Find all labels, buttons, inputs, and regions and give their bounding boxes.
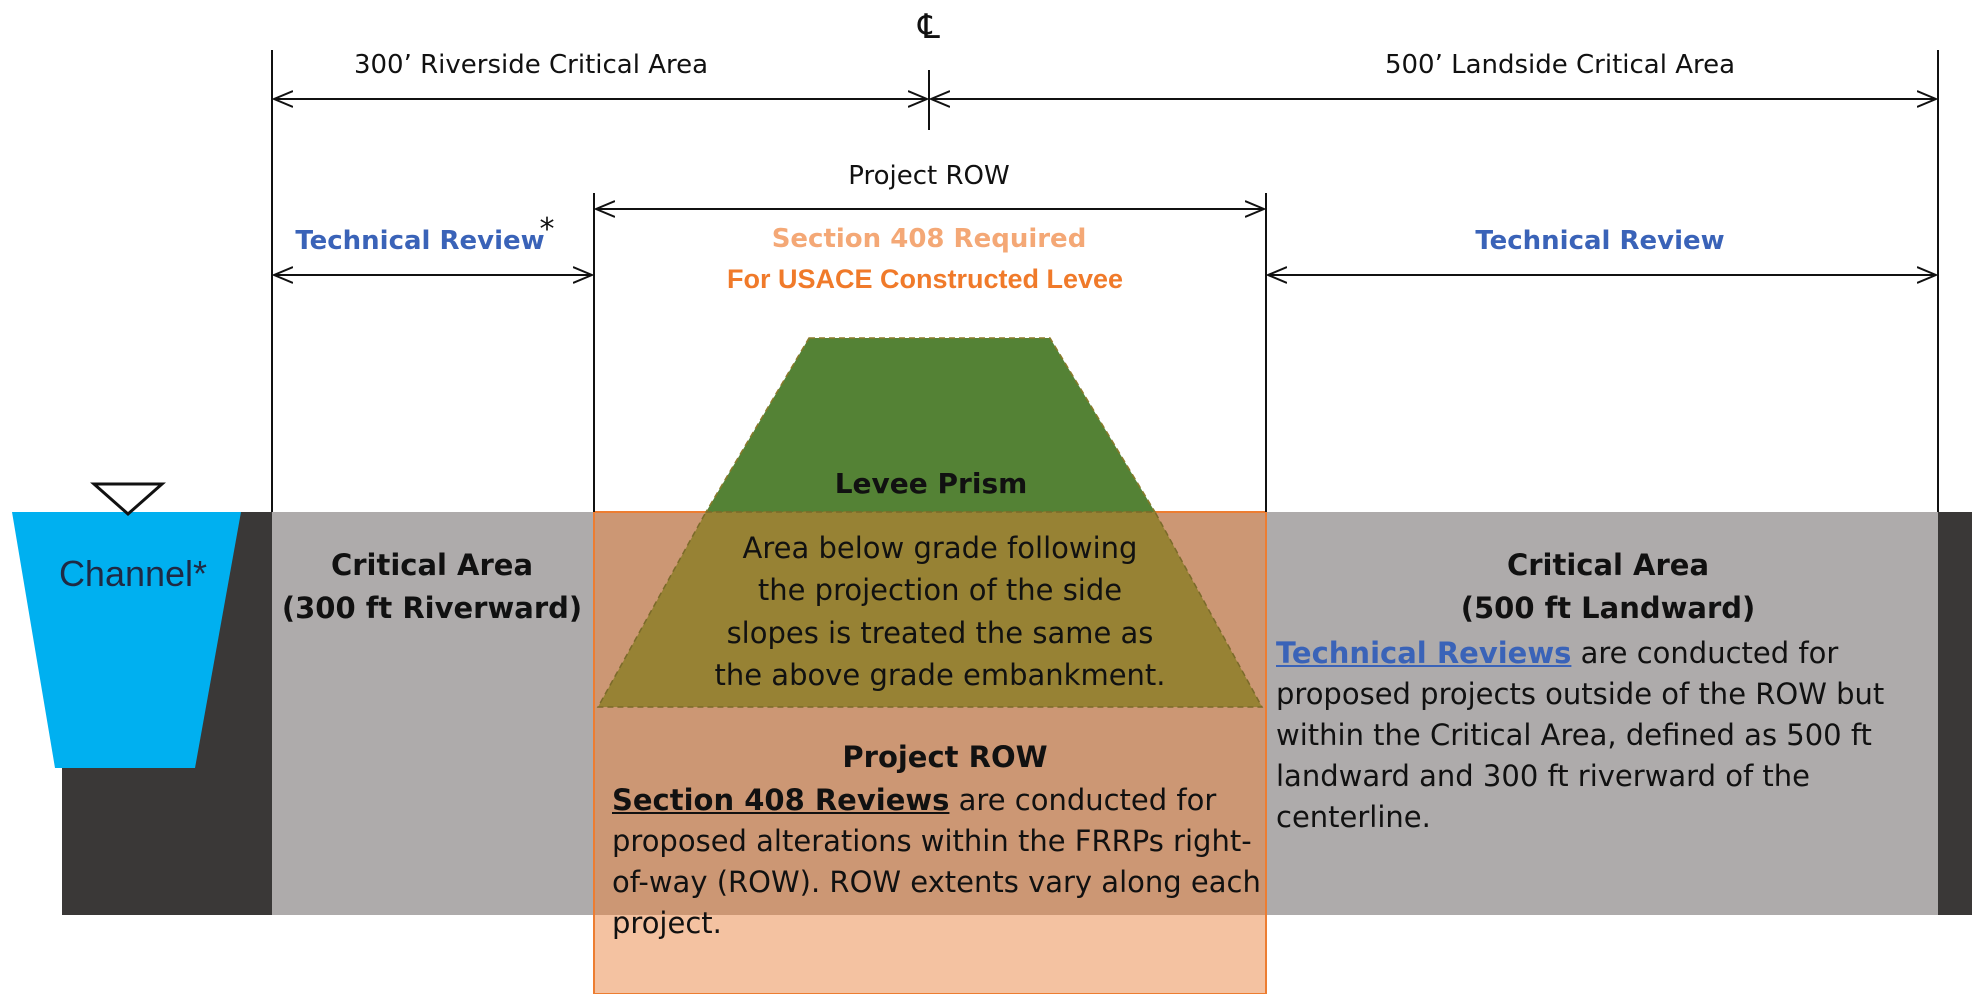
critical-area-landward <box>1266 512 1938 915</box>
section-408-usace-label: For USACE Constructed Levee <box>727 264 1123 294</box>
channel-shape <box>12 512 241 768</box>
technical-review-right-label: Technical Review <box>1475 226 1724 256</box>
section-408-paragraph: Section 408 Reviews are conducted for pr… <box>612 780 1262 944</box>
critical-area-right-subtitle: (500 ft Landward) <box>1461 591 1756 625</box>
project-row-extension <box>594 915 1266 994</box>
riverside-critical-area-label: 300’ Riverside Critical Area <box>354 50 708 80</box>
technical-review-left-asterisk: * <box>540 212 555 247</box>
technical-reviews-paragraph: Technical Reviews are conducted for prop… <box>1276 633 1966 838</box>
levee-prism-title: Levee Prism <box>835 467 1028 500</box>
below-grade-line-2: the projection of the side <box>758 573 1122 607</box>
section-408-paragraph-text: are conducted for proposed alterations w… <box>612 783 1261 940</box>
centerline-symbol: ℄ <box>917 7 940 47</box>
critical-area-riverward <box>272 512 594 915</box>
technical-reviews-link[interactable]: Technical Reviews <box>1276 636 1572 670</box>
ground-base-right <box>1938 512 1972 915</box>
project-row-dimension-label: Project ROW <box>848 161 1009 191</box>
critical-area-left-subtitle: (300 ft Riverward) <box>282 591 582 625</box>
section-408-reviews-link[interactable]: Section 408 Reviews <box>612 783 950 817</box>
water-level-icon <box>90 482 166 517</box>
below-grade-line-3: slopes is treated the same as <box>727 616 1154 650</box>
levee-prism-below-grade <box>596 511 1264 708</box>
project-row-title: Project ROW <box>842 740 1047 774</box>
technical-review-left-label: Technical Review <box>295 226 544 256</box>
channel-label: Channel* <box>59 553 207 594</box>
critical-area-right-title: Critical Area <box>1507 548 1709 582</box>
below-grade-line-1: Area below grade following <box>743 531 1138 565</box>
below-grade-line-4: the above grade embankment. <box>714 658 1165 692</box>
section-408-required-label: Section 408 Required <box>772 224 1087 254</box>
landside-critical-area-label: 500’ Landside Critical Area <box>1385 50 1735 80</box>
technical-reviews-paragraph-text: are conducted for proposed projects outs… <box>1276 636 1885 834</box>
critical-area-left-title: Critical Area <box>331 548 533 582</box>
